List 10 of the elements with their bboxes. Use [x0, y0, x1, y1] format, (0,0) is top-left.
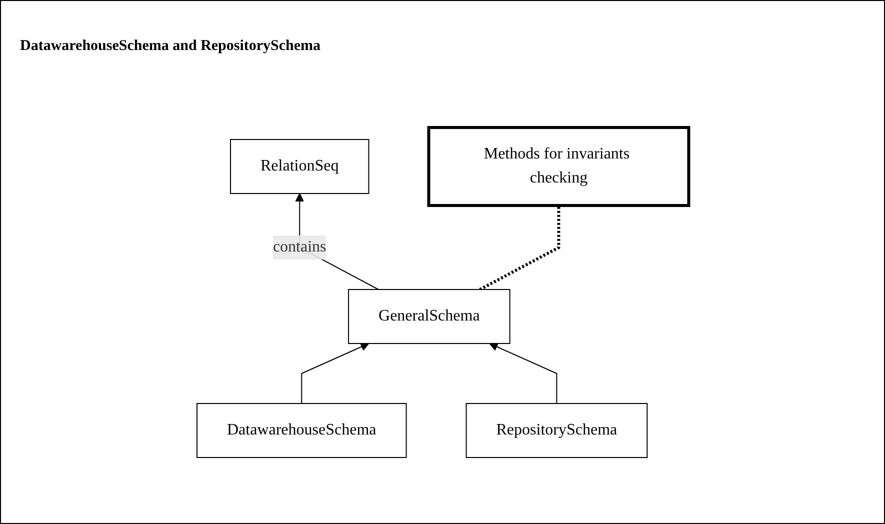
node-box: RelationSeq	[230, 139, 369, 194]
node-box: GeneralSchema	[348, 289, 510, 344]
connector	[478, 206, 560, 291]
node-box: DatawarehouseSchema	[196, 403, 406, 458]
node-box: RepositorySchema	[465, 403, 648, 458]
diagram-title: DatawarehouseSchema and RepositorySchema	[20, 38, 321, 55]
arrow	[488, 342, 557, 404]
edge-label: contains	[272, 238, 326, 256]
node-box: Methods for invariants checking	[426, 126, 690, 207]
arrow	[300, 342, 369, 404]
